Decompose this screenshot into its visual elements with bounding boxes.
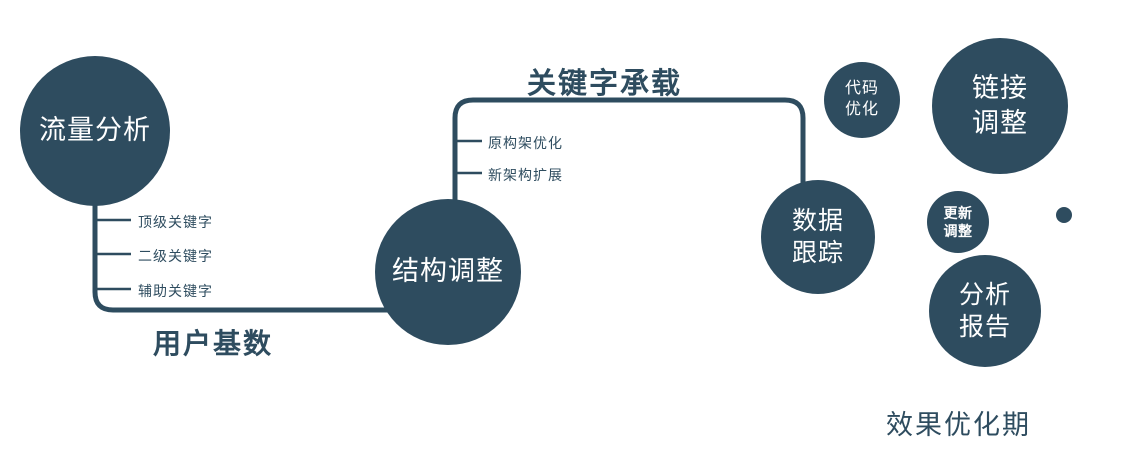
tick-label-arch-optimization: 原构架优化: [488, 135, 563, 151]
tick-label-secondary-keyword: 二级关键字: [138, 248, 213, 264]
tick-label-arch-expansion: 新架构扩展: [488, 167, 563, 183]
edge-traffic-to-structure: [92, 185, 400, 313]
node-code-optimization: 代码 优化: [824, 62, 900, 138]
node-label-line2: 优化: [844, 101, 879, 118]
edge-structure-to-tracking: [452, 97, 806, 210]
tick-label-auxiliary-keyword: 辅助关键字: [138, 283, 213, 299]
tick-label-top-keyword: 顶级关键字: [138, 214, 213, 230]
node-update-adjustment: 更新 调整: [927, 191, 989, 253]
node-label-line2: 调整: [943, 223, 973, 239]
node-label-line2: 跟踪: [791, 239, 844, 267]
node-label: 结构调整: [392, 256, 504, 287]
node-label-line2: 报告: [958, 313, 1011, 341]
edge-label-keyword-carrying: 关键字承载: [527, 68, 683, 100]
node-analysis-report: 分析 报告: [929, 255, 1041, 367]
edge-label-user-base: 用户基数: [153, 328, 274, 359]
node-label: 流量分析: [39, 115, 151, 146]
dot-marker: [1056, 207, 1072, 223]
node-structure-adjust: 结构调整: [375, 199, 521, 345]
node-label-line1: 数据: [791, 206, 844, 235]
node-label-line1: 链接: [972, 72, 1028, 103]
node-label-line1: 更新: [943, 204, 973, 221]
node-label-line1: 分析: [958, 280, 1011, 309]
node-traffic-analysis: 流量分析: [20, 56, 170, 206]
node-label-line1: 代码: [844, 80, 879, 98]
caption-effect-optimization-period: 效果优化期: [886, 410, 1031, 440]
node-data-tracking: 数据 跟踪: [761, 180, 875, 294]
node-link-adjustment: 链接 调整: [932, 38, 1068, 174]
node-label-line2: 调整: [972, 108, 1028, 138]
